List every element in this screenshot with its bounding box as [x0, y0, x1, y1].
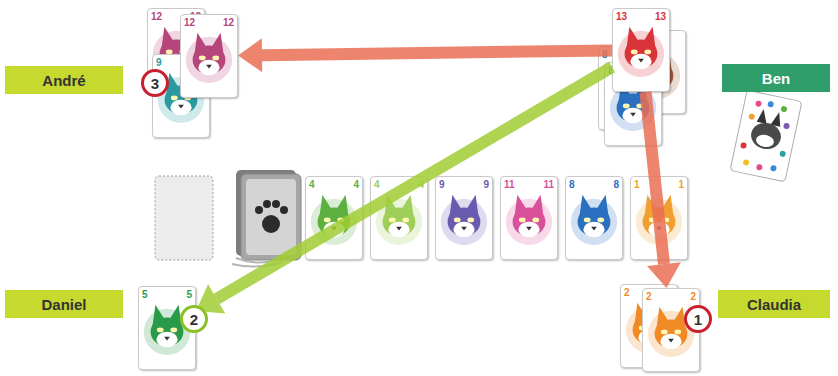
card-number: 12 [223, 17, 234, 28]
callout-text: 3 [151, 75, 159, 92]
card-number: 2 [624, 287, 630, 298]
playing-card: 11 11 [500, 176, 558, 260]
card-number: 13 [616, 11, 627, 22]
player-name-text: Claudia [747, 296, 801, 313]
playing-card: 99 [435, 176, 493, 260]
card-number: 11 [504, 179, 515, 190]
empty-discard-slot [155, 176, 213, 260]
ben-hand-card [730, 90, 802, 182]
card-number: 9 [483, 179, 489, 190]
card-number: 8 [602, 49, 608, 60]
player-name-text: André [42, 72, 85, 89]
arrow-shaft [217, 67, 612, 299]
playing-card: 12 12 [180, 14, 238, 98]
card-number: 4 [309, 179, 315, 190]
pass-arrow [196, 67, 612, 314]
card-number: 13 [655, 11, 666, 22]
card-number: 2 [690, 291, 696, 302]
callout-number: 2 [180, 305, 208, 333]
card-number: 4 [353, 179, 359, 190]
card-number: 8 [613, 179, 619, 190]
callout-number: 1 [684, 305, 712, 333]
pass-arrow [238, 38, 612, 72]
player-name-text: Ben [762, 70, 790, 87]
player-name: Daniel [5, 290, 123, 318]
card-number: 1 [678, 179, 684, 190]
arrow-head [238, 38, 262, 72]
card-number: 5 [186, 289, 192, 300]
playing-card: 44 [370, 176, 428, 260]
playing-card: 88 [565, 176, 623, 260]
player-name: Claudia [718, 290, 830, 318]
card-number: 12 [184, 17, 195, 28]
card-number: 9 [439, 179, 445, 190]
card-number: 12 [151, 11, 162, 22]
callout-number: 3 [141, 69, 169, 97]
card-number: 9 [156, 57, 162, 68]
card-number: 1 [634, 179, 640, 190]
card-number: 2 [646, 291, 652, 302]
player-name-text: Daniel [41, 296, 86, 313]
callout-text: 2 [190, 311, 198, 328]
playing-card: 44 [305, 176, 363, 260]
card-number: 4 [418, 179, 424, 190]
card-number: 4 [374, 179, 380, 190]
callout-text: 1 [694, 311, 702, 328]
card-number: 5 [142, 289, 148, 300]
playing-card: 13 13 [612, 8, 670, 92]
player-name: André [5, 66, 123, 94]
card-number: 8 [569, 179, 575, 190]
draw-pile [232, 170, 301, 267]
player-name: Ben [722, 64, 830, 92]
playing-card: 11 [630, 176, 688, 260]
card-number: 11 [543, 179, 554, 190]
arrow-shaft [262, 50, 612, 55]
